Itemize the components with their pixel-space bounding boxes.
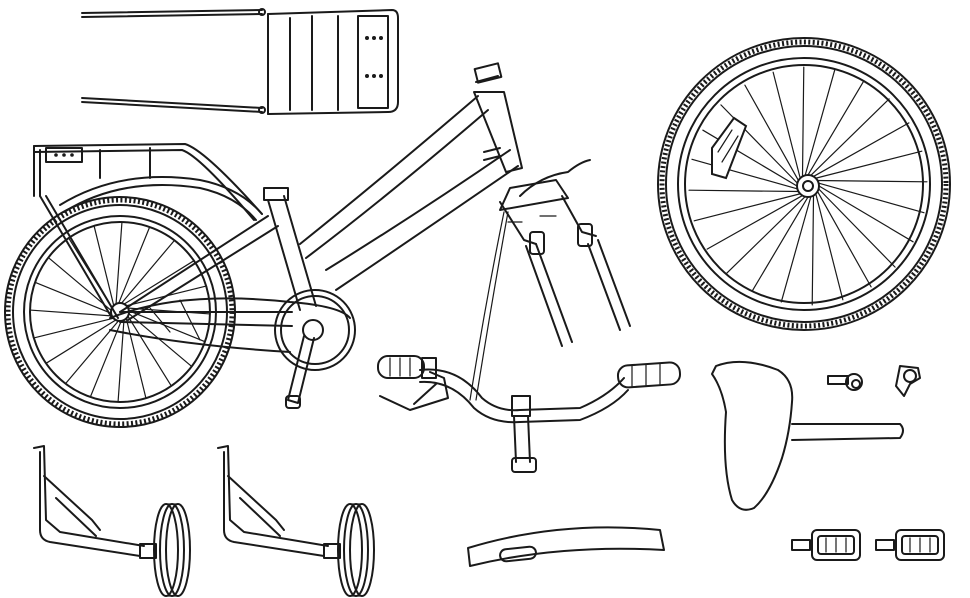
bike-frame xyxy=(109,62,523,353)
pedal-left xyxy=(791,529,861,561)
crank-set xyxy=(274,289,356,409)
spoke-reflector xyxy=(711,116,748,180)
pedal-right xyxy=(875,529,945,561)
front-wheel xyxy=(657,37,951,331)
spoke xyxy=(126,314,172,387)
spoke xyxy=(127,309,206,343)
spoke xyxy=(744,84,800,183)
saddle xyxy=(711,360,904,511)
spoke xyxy=(706,194,805,250)
left-grip xyxy=(377,355,425,379)
stem xyxy=(511,395,537,473)
front-hub xyxy=(796,174,820,198)
fork-legs xyxy=(525,239,631,347)
spoke xyxy=(814,192,844,301)
training-wheel-left-wheel xyxy=(153,503,191,597)
brake-lever xyxy=(379,357,449,411)
clamp-a xyxy=(827,373,863,391)
spoke xyxy=(815,179,928,183)
spoke xyxy=(751,195,810,292)
spoke xyxy=(117,226,151,305)
spoke xyxy=(93,225,115,308)
rack-support-strut-upper xyxy=(81,8,266,18)
spoke xyxy=(801,66,805,179)
spoke xyxy=(34,281,113,315)
spoke xyxy=(811,122,910,178)
spoke xyxy=(817,187,896,268)
spoke xyxy=(816,189,872,288)
mounted-rack xyxy=(33,143,263,319)
spoke xyxy=(693,192,802,222)
spoke xyxy=(122,260,195,306)
clamp-b xyxy=(895,365,921,397)
spoke xyxy=(726,195,807,274)
rear-fender xyxy=(59,176,263,215)
brake-cable xyxy=(469,211,509,401)
spoke xyxy=(691,158,800,190)
training-wheel-left xyxy=(33,445,191,597)
spoke xyxy=(809,98,890,177)
reflector-clamps xyxy=(827,365,921,397)
spoke xyxy=(817,184,914,243)
spoke xyxy=(47,256,113,312)
spoke xyxy=(811,193,815,306)
front-fender xyxy=(467,526,665,567)
training-wheel-right xyxy=(217,445,375,597)
spoke xyxy=(115,221,123,306)
rear-rack xyxy=(81,8,399,115)
spoke xyxy=(806,80,865,177)
rack-platform xyxy=(267,9,399,115)
spoke xyxy=(804,69,836,178)
spoke xyxy=(814,150,923,180)
pedals xyxy=(791,529,945,561)
spoke xyxy=(29,309,114,317)
fork-and-brake xyxy=(469,159,631,401)
bicycle-frame-assembly xyxy=(4,62,523,428)
spoke xyxy=(33,317,116,339)
spoke xyxy=(688,189,801,193)
rack-bolt-holes xyxy=(365,36,383,78)
right-grip xyxy=(616,361,682,389)
rack-support-strut-lower xyxy=(81,97,266,114)
spoke xyxy=(125,316,147,399)
spoke xyxy=(120,239,176,305)
spoke xyxy=(45,318,118,364)
spoke xyxy=(780,194,812,303)
handlebar xyxy=(377,355,682,473)
spoke xyxy=(772,71,802,180)
training-wheel-right-wheel xyxy=(337,503,375,597)
spoke xyxy=(816,182,925,214)
spoke xyxy=(89,319,123,398)
